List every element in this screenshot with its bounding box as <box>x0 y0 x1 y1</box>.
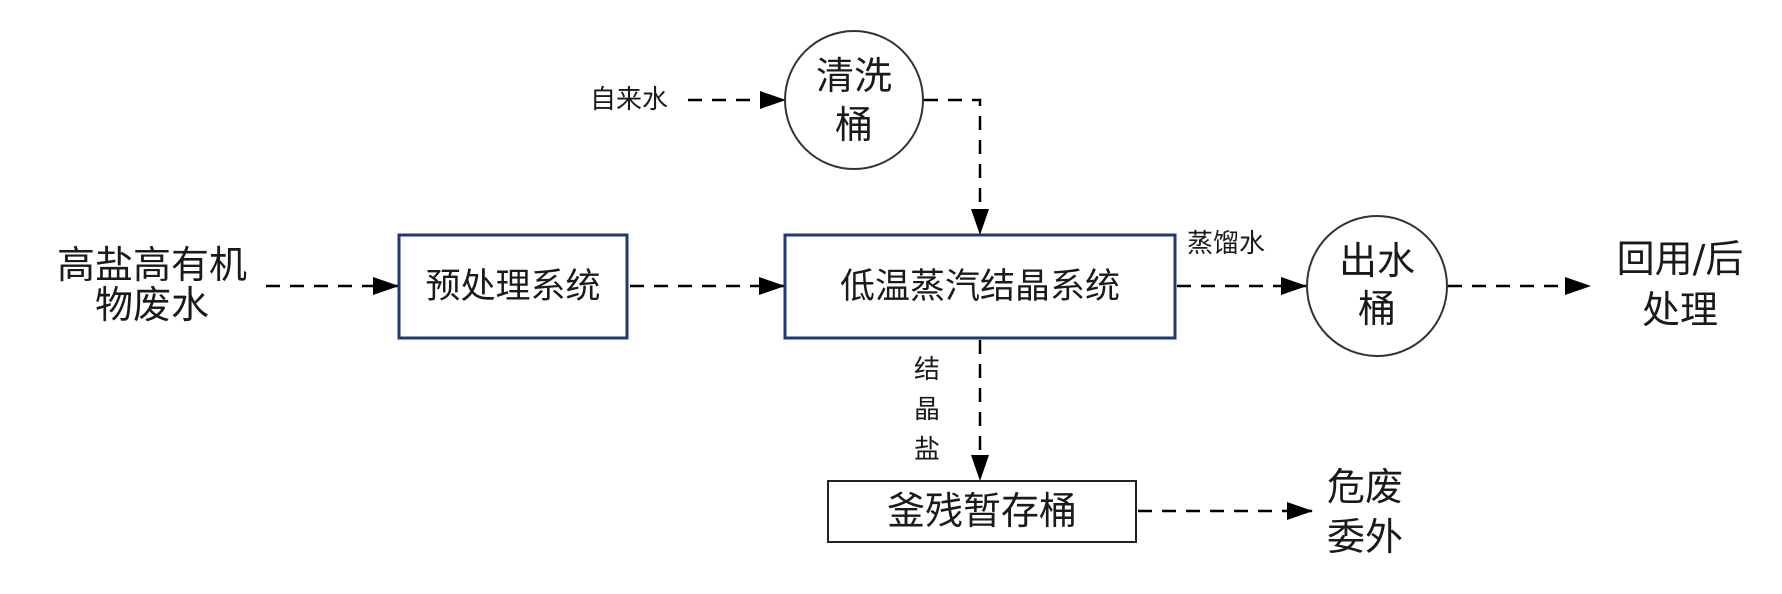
flow-arrow-washtank-to-crystallizer <box>924 98 989 235</box>
wash-tank-label-line2: 桶 <box>835 103 873 147</box>
outlet-tank-label: 出水 <box>1339 239 1415 283</box>
tap-water-label: 自来水 <box>590 85 668 115</box>
residue-tank-box <box>827 480 1137 543</box>
hazardous-label: 危废 <box>1327 465 1403 509</box>
pretreatment-label: 预处理系统 <box>425 267 600 307</box>
crystallizer-box <box>783 233 1177 340</box>
wash-tank-circle <box>784 30 924 170</box>
residue-tank-label: 釜残暂存桶 <box>887 489 1077 533</box>
hazardous-label-line2: 委外 <box>1327 515 1403 559</box>
crystallizer-label: 低温蒸汽结晶系统 <box>840 267 1120 307</box>
crystal-salt-label: 结 <box>914 355 940 385</box>
pretreatment-box <box>397 233 629 340</box>
outlet-tank-circle <box>1306 215 1448 357</box>
crystal-salt-label-line3: 盐 <box>914 435 940 465</box>
wash-tank-label: 清洗 <box>816 54 892 98</box>
source-wastewater-label: 高盐高有机 <box>57 243 247 287</box>
source-wastewater-label-line2: 物废水 <box>95 283 209 327</box>
outlet-tank-label-line2: 桶 <box>1358 287 1396 331</box>
reuse-label-line2: 处理 <box>1642 288 1718 332</box>
crystal-salt-label-line2: 晶 <box>914 395 940 425</box>
reuse-label: 回用/后 <box>1617 237 1744 281</box>
distilled-water-label: 蒸馏水 <box>1187 229 1265 259</box>
